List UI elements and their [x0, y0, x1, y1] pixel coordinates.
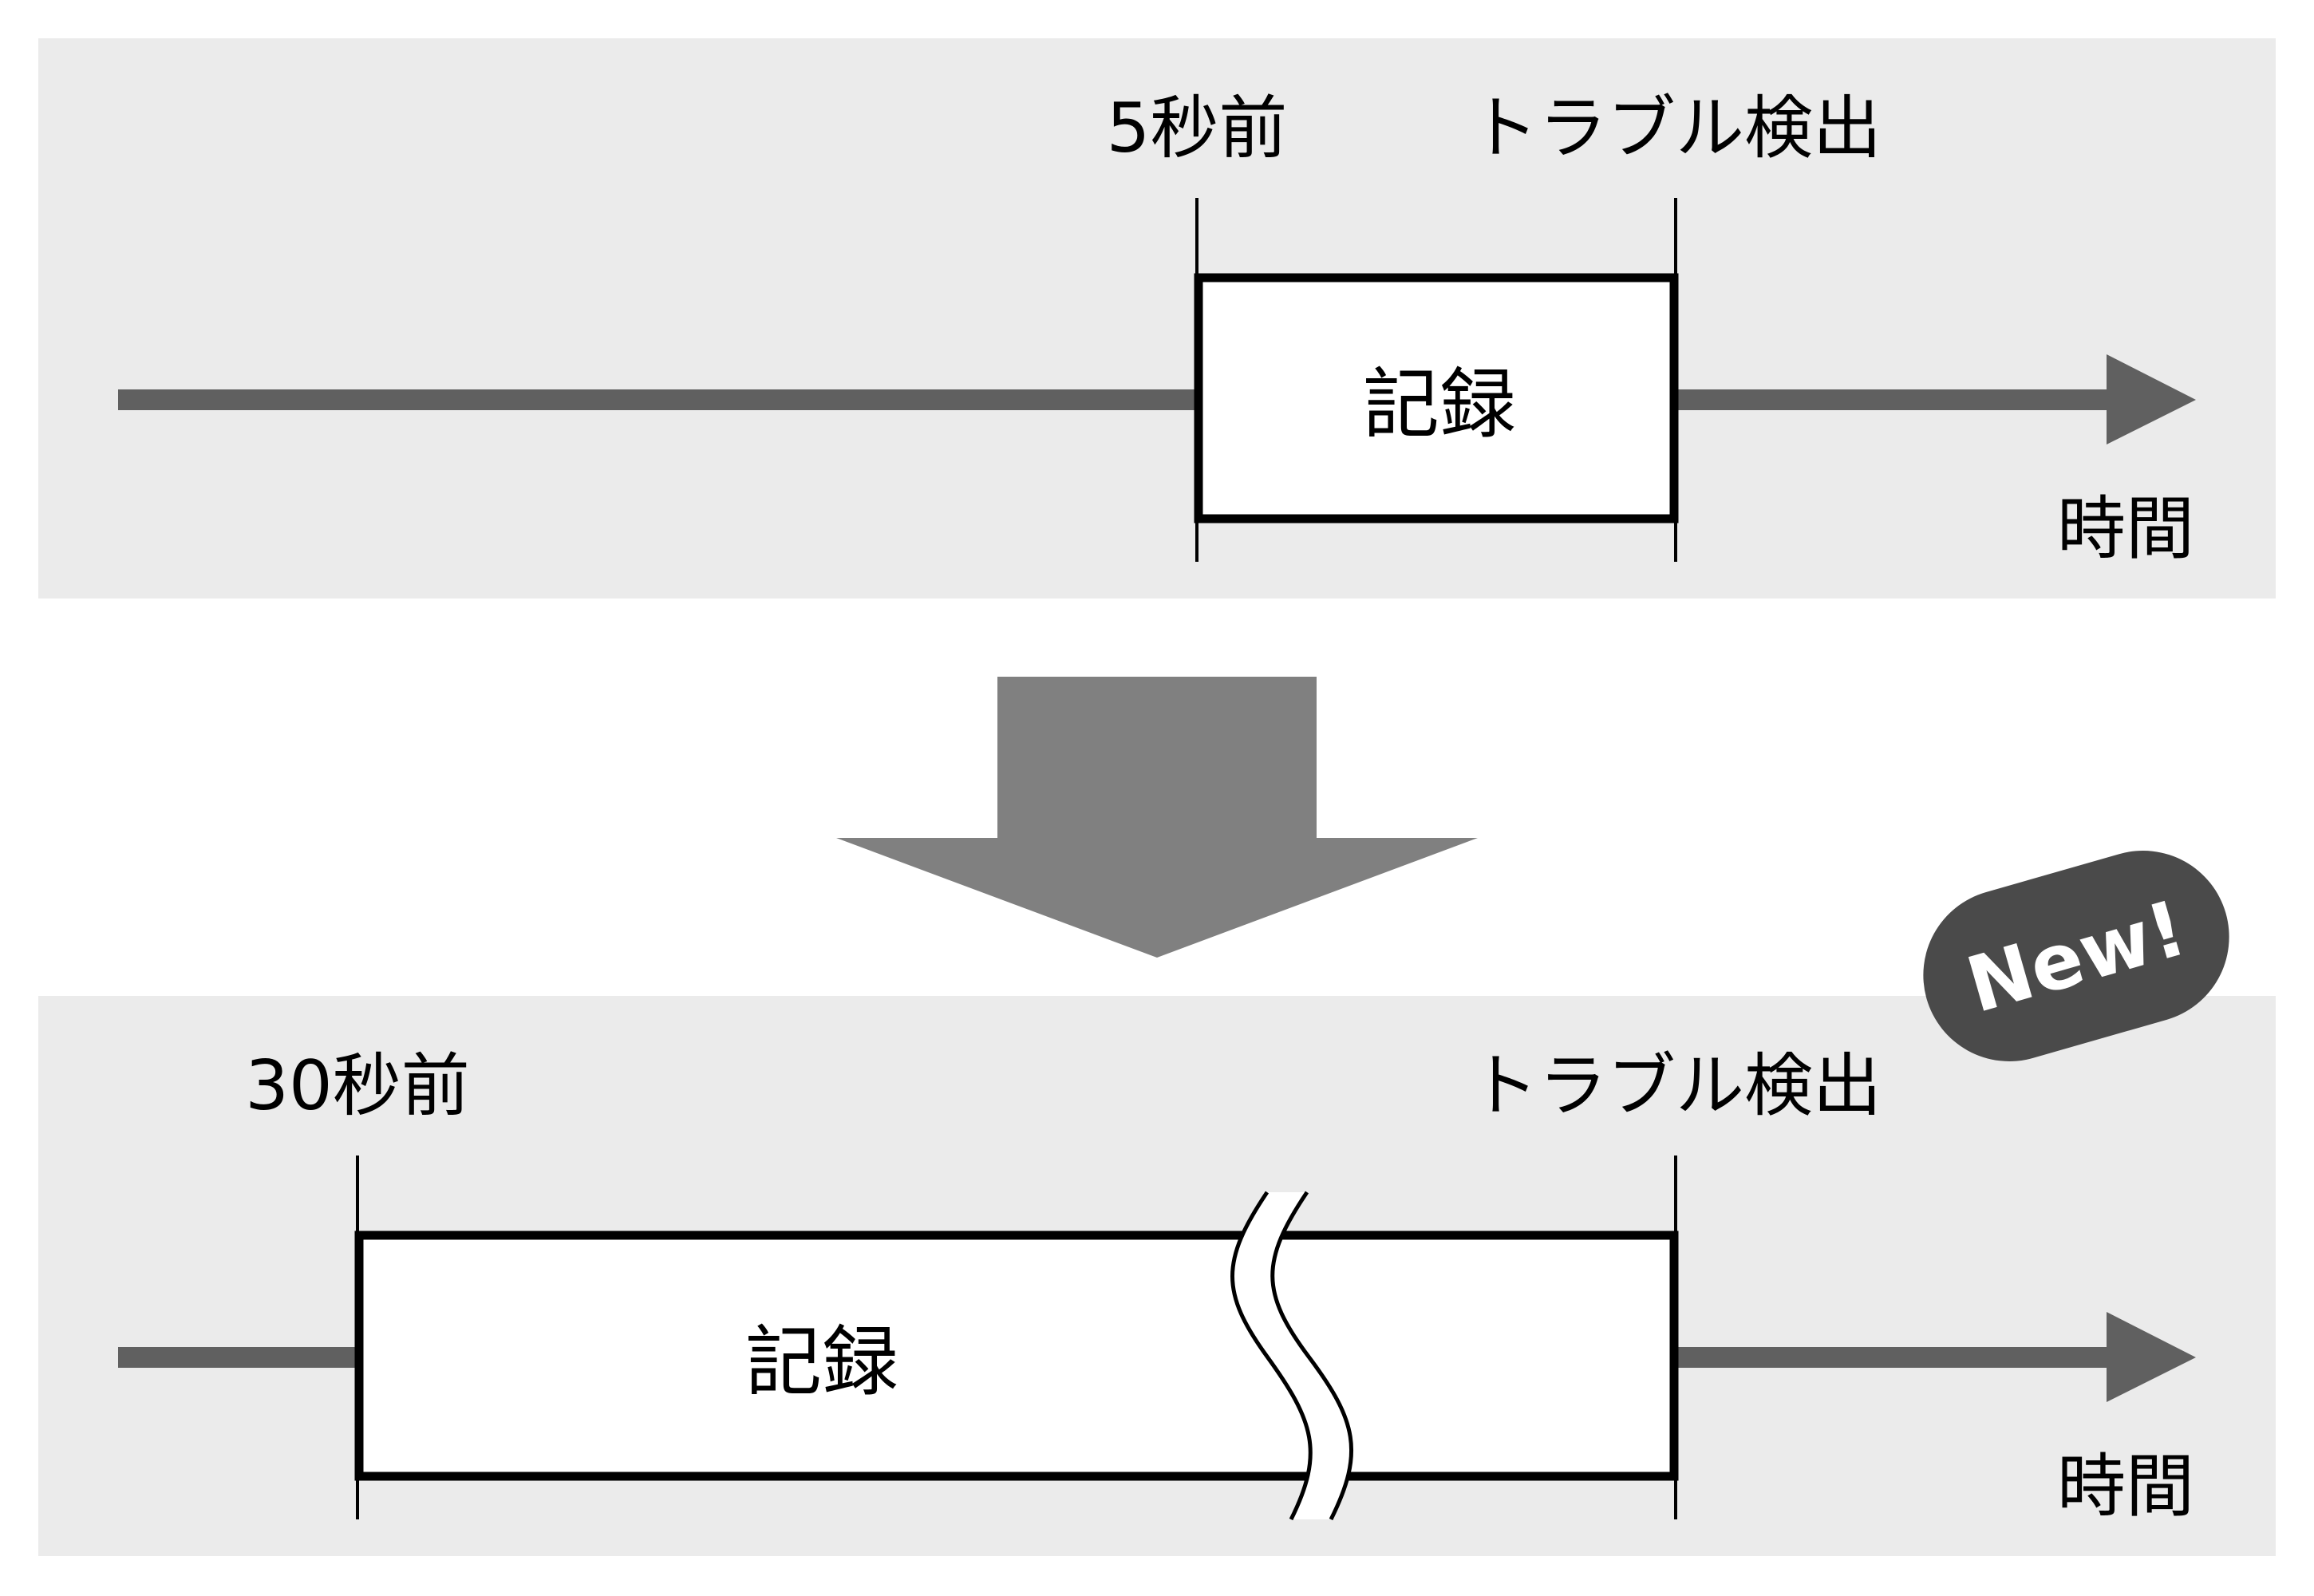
before-timeline-arrowhead	[2107, 354, 2196, 444]
new-badge: New!	[1923, 851, 2229, 1061]
before-axis-label: 時間	[2057, 489, 2194, 569]
before-record-box	[1194, 273, 1679, 523]
after-record-box	[354, 1231, 1679, 1481]
transition-down-arrow	[836, 677, 1478, 958]
before-end-label: トラブル検出	[1470, 89, 1882, 168]
before-record-label: 記録	[1363, 360, 1516, 449]
after-start-label: 30秒前	[245, 1046, 469, 1126]
after-break-mark-gap	[1232, 1192, 1352, 1519]
after-record-label: 記録	[745, 1317, 898, 1407]
after-axis-label: 時間	[2057, 1447, 2194, 1527]
after-break-mark-right	[1270, 1191, 1353, 1521]
after-end-label: トラブル検出	[1470, 1046, 1882, 1126]
after-break-mark-left	[1230, 1191, 1313, 1521]
before-panel-background	[38, 38, 2276, 598]
after-timeline-arrowhead	[2107, 1312, 2196, 1402]
before-panel: 5秒前 トラブル検出 記録 時間	[38, 38, 2276, 598]
new-badge-background	[1923, 851, 2229, 1061]
after-panel: 30秒前 トラブル検出 記録 時間	[38, 996, 2276, 1556]
before-start-label: 5秒前	[1107, 89, 1288, 168]
before-timeline	[118, 389, 2129, 410]
